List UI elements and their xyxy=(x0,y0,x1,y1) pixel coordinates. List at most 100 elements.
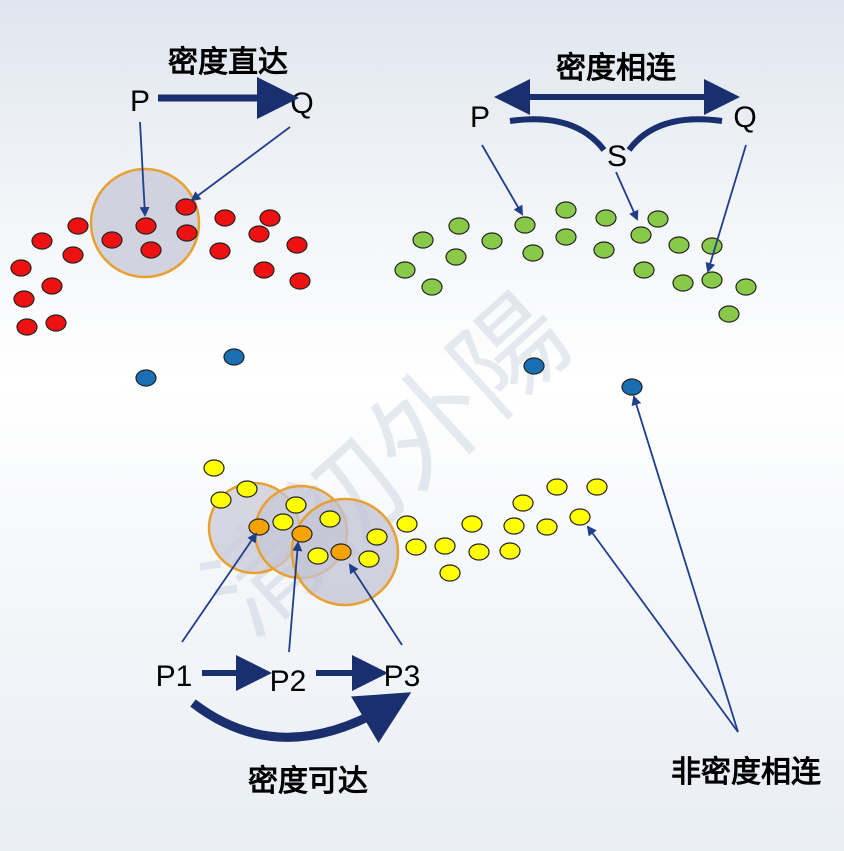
yellow-point-5 xyxy=(248,518,270,536)
blue-point-4 xyxy=(621,378,643,396)
blue-point-1 xyxy=(135,369,157,387)
arrow-q-direct xyxy=(190,126,291,202)
yellow-point-23 xyxy=(546,478,568,496)
label-s-connected: S xyxy=(607,140,627,173)
yellow-point-19 xyxy=(499,542,521,560)
noise-points xyxy=(135,348,643,396)
red-point-6 xyxy=(214,209,236,227)
green-point-19 xyxy=(701,271,723,289)
green-point-9 xyxy=(522,244,544,262)
label-q-direct: Q xyxy=(290,87,313,120)
yellow-point-18 xyxy=(439,564,461,582)
yellow-point-20 xyxy=(503,517,525,535)
red-point-19 xyxy=(16,318,38,336)
arrow-p1 xyxy=(181,532,258,643)
green-point-14 xyxy=(701,237,723,255)
curve-p-to-s xyxy=(509,116,607,152)
green-point-18 xyxy=(672,274,694,292)
blue-point-3 xyxy=(523,357,545,375)
arrow-not-connected-yellow xyxy=(586,525,739,733)
green-point-16 xyxy=(421,278,443,296)
red-point-5 xyxy=(175,198,197,216)
yellow-point-4 xyxy=(285,496,307,514)
yellow-point-12 xyxy=(358,550,380,568)
title-reachable: 密度可达 xyxy=(248,764,368,799)
red-point-17 xyxy=(289,272,311,290)
yellow-point-15 xyxy=(434,537,456,555)
yellow-point-9 xyxy=(366,528,388,546)
label-q-connected: Q xyxy=(733,101,756,134)
yellow-cluster xyxy=(203,459,608,582)
label-p1: P1 xyxy=(156,660,193,693)
yellow-point-16 xyxy=(461,515,483,533)
arrow-not-connected-blue xyxy=(631,395,739,733)
red-point-18 xyxy=(13,290,35,308)
green-point-6 xyxy=(595,209,617,227)
yellow-point-6 xyxy=(272,513,294,531)
yellow-point-8 xyxy=(319,510,341,528)
arrow-p1-p3-curve xyxy=(190,692,412,743)
label-p-direct: P xyxy=(130,85,150,118)
green-point-8 xyxy=(445,248,467,266)
green-point-7 xyxy=(647,210,669,228)
green-point-21 xyxy=(718,305,740,323)
green-point-2 xyxy=(448,217,470,235)
yellow-point-17 xyxy=(468,543,490,561)
yellow-point-10 xyxy=(307,547,329,565)
red-point-11 xyxy=(209,242,231,260)
green-point-10 xyxy=(555,228,577,246)
yellow-point-3 xyxy=(236,480,258,498)
label-p3: P3 xyxy=(384,660,421,693)
yellow-point-1 xyxy=(203,459,225,477)
green-point-13 xyxy=(668,236,690,254)
green-cluster xyxy=(394,201,757,323)
red-point-10 xyxy=(176,224,198,242)
title-connected: 密度相连 xyxy=(556,51,677,86)
arrow-s-connected xyxy=(615,171,639,221)
green-point-20 xyxy=(735,278,757,296)
title-direct: 密度直达 xyxy=(168,45,288,80)
red-point-20 xyxy=(45,314,67,332)
curve-q-to-s xyxy=(626,116,723,152)
yellow-point-7 xyxy=(291,525,313,543)
arrow-p-connected xyxy=(481,144,524,216)
blue-point-2 xyxy=(223,348,245,366)
arrow-q-connected xyxy=(705,144,747,273)
arrow-p-direct xyxy=(139,121,150,217)
red-point-15 xyxy=(41,277,63,295)
red-point-9 xyxy=(140,241,162,259)
red-point-4 xyxy=(135,217,157,235)
arrow-p3 xyxy=(348,563,403,646)
red-point-3 xyxy=(101,231,123,249)
yellow-point-25 xyxy=(569,508,591,526)
title-not-connected: 非密度相连 xyxy=(671,755,822,790)
green-point-4 xyxy=(514,216,536,234)
yellow-point-21 xyxy=(512,494,534,512)
red-point-13 xyxy=(286,236,308,254)
green-point-15 xyxy=(394,261,416,279)
red-point-12 xyxy=(248,225,270,243)
green-point-5 xyxy=(555,201,577,219)
red-point-7 xyxy=(259,209,281,227)
label-p2: P2 xyxy=(270,665,307,698)
red-point-16 xyxy=(253,261,275,279)
green-point-3 xyxy=(481,232,503,250)
yellow-point-11 xyxy=(330,543,352,561)
watermark: 清初外陽 xyxy=(182,270,595,660)
green-point-11 xyxy=(593,241,615,259)
yellow-point-22 xyxy=(536,518,558,536)
green-point-12 xyxy=(630,226,652,244)
yellow-point-2 xyxy=(210,491,232,509)
red-point-2 xyxy=(67,217,89,235)
red-point-1 xyxy=(31,232,53,250)
yellow-point-14 xyxy=(405,538,427,556)
green-point-1 xyxy=(412,231,434,249)
red-point-8 xyxy=(62,246,84,264)
red-cluster xyxy=(10,198,311,336)
label-p-connected: P xyxy=(470,101,490,134)
yellow-point-24 xyxy=(586,478,608,496)
arrow-p2 xyxy=(288,541,303,653)
yellow-point-13 xyxy=(396,515,418,533)
red-point-14 xyxy=(10,259,32,277)
